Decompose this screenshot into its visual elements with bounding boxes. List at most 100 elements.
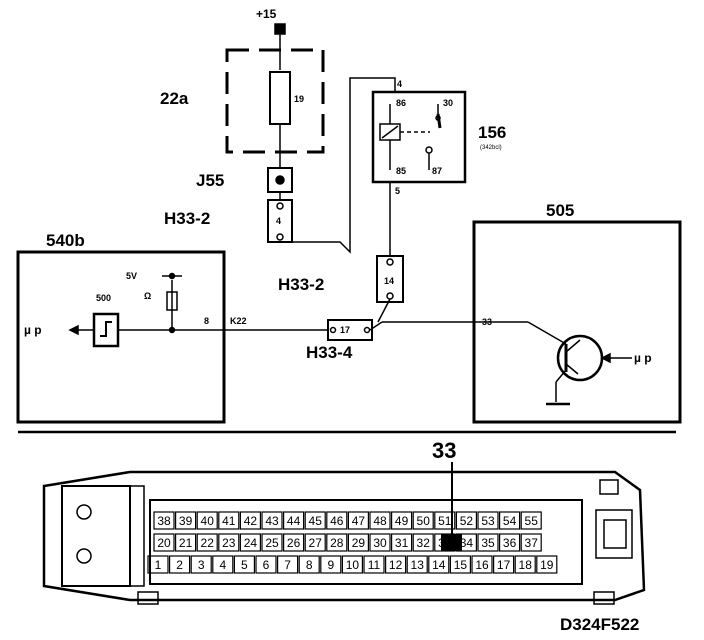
pin-label: 52 [460,514,474,528]
pin-cell [385,555,407,574]
pin-label: 20 [157,536,171,550]
pin-cell [391,533,413,552]
pin-label: 27 [309,536,323,550]
pin-cell [434,533,456,552]
pin-label: 40 [201,514,215,528]
pin-cell [212,555,234,574]
pin-label: 34 [460,536,474,550]
pin-cell [499,533,521,552]
pin-label: 43 [265,514,279,528]
pin-label: 14 [432,558,446,572]
pin-cell [298,555,320,574]
ecu-505-pin: 33 [482,317,492,327]
pin-label: 30 [373,536,387,550]
pin-label: 42 [244,514,258,528]
h33-4-label: H33-4 [306,343,353,362]
pin-label: 31 [395,536,409,550]
relay-pin-85: 85 [396,166,406,176]
pin-label: 39 [179,514,193,528]
relay-156 [371,90,467,184]
ecu-540b [16,250,226,424]
pin-cell [536,555,558,574]
ecu-540b-signal: µ p [24,323,42,337]
pin-cell [499,511,521,530]
pin-label: 23 [222,536,236,550]
h33-4-pin: 17 [340,325,350,335]
pin-label: 4 [219,558,226,572]
fuse-box-22a [225,48,325,154]
pin-cell [428,555,450,574]
pin-label: 55 [525,514,539,528]
pin-cell [520,533,542,552]
connector-h33-2 [267,199,293,243]
pin-label: 33 [438,536,452,550]
pin-cell [218,511,240,530]
ecu-505-label: 505 [546,201,574,220]
pin-label: 36 [503,536,517,550]
connector-housing [42,470,646,602]
h33-2-label: H33-2 [164,209,210,228]
pin-cell [169,555,191,574]
pin-label: 48 [373,514,387,528]
relay-sublabel: (342bcl) [480,145,502,151]
pin-cell [514,555,536,574]
pin-label: 32 [417,536,431,550]
pin-label: 19 [540,558,554,572]
relay-label: 156 [478,123,506,142]
relay-pin-86: 86 [396,98,406,108]
pin-cell [434,511,456,530]
pin-cell [347,511,369,530]
pin-label: 15 [454,558,468,572]
supply-terminal [274,23,286,35]
supply-5v-label: 5V [126,271,137,281]
pin-label: 41 [222,514,236,528]
pin-cell [412,533,434,552]
pin-label: 35 [481,536,495,550]
pin-label: 16 [475,558,489,572]
pin-label: 50 [417,514,431,528]
pin-cell [391,511,413,530]
ecu-540b-pin: 8 [204,316,209,326]
connector-h33-2-lower [376,255,404,303]
pin-label: 53 [481,514,495,528]
pin-cell [326,533,348,552]
pin-label: 51 [438,514,452,528]
pin-label: 25 [265,536,279,550]
pin-cell [326,511,348,530]
relay-pin-30: 30 [443,98,453,108]
wire-k22: K22 [230,316,247,326]
pin-label: 28 [330,536,344,550]
pin-label: 9 [327,558,334,572]
pin-cell [304,533,326,552]
pin-label: 45 [309,514,323,528]
h33-2-lower-pin: 14 [384,276,394,286]
ecu-540b-label: 540b [46,231,85,250]
h33-2-lower-label: H33-2 [278,275,324,294]
pin-label: 18 [519,558,533,572]
pin-cell [175,511,197,530]
pin-label: 11 [368,558,381,572]
pin-cell [471,555,493,574]
pin-label: 29 [352,536,366,550]
pin-label: 6 [263,558,270,572]
figure-id: D324F522 [560,615,639,634]
block-500-label: 500 [96,293,111,303]
pin-label: 49 [395,514,409,528]
pin-label: 22 [201,536,215,550]
pin-cell [261,533,283,552]
pin-cell [493,555,515,574]
pin-label: 44 [287,514,301,528]
pin-cell [147,555,169,574]
pin-cell [196,533,218,552]
highlighted-pin-label: 33 [432,438,456,463]
pin-cell [233,555,255,574]
pin-cell [153,533,175,552]
pin-cell [455,533,477,552]
pin-cell [412,511,434,530]
pin-cell [477,533,499,552]
pin-label: 8 [306,558,313,572]
ecu-505-signal: µ p [634,351,652,365]
